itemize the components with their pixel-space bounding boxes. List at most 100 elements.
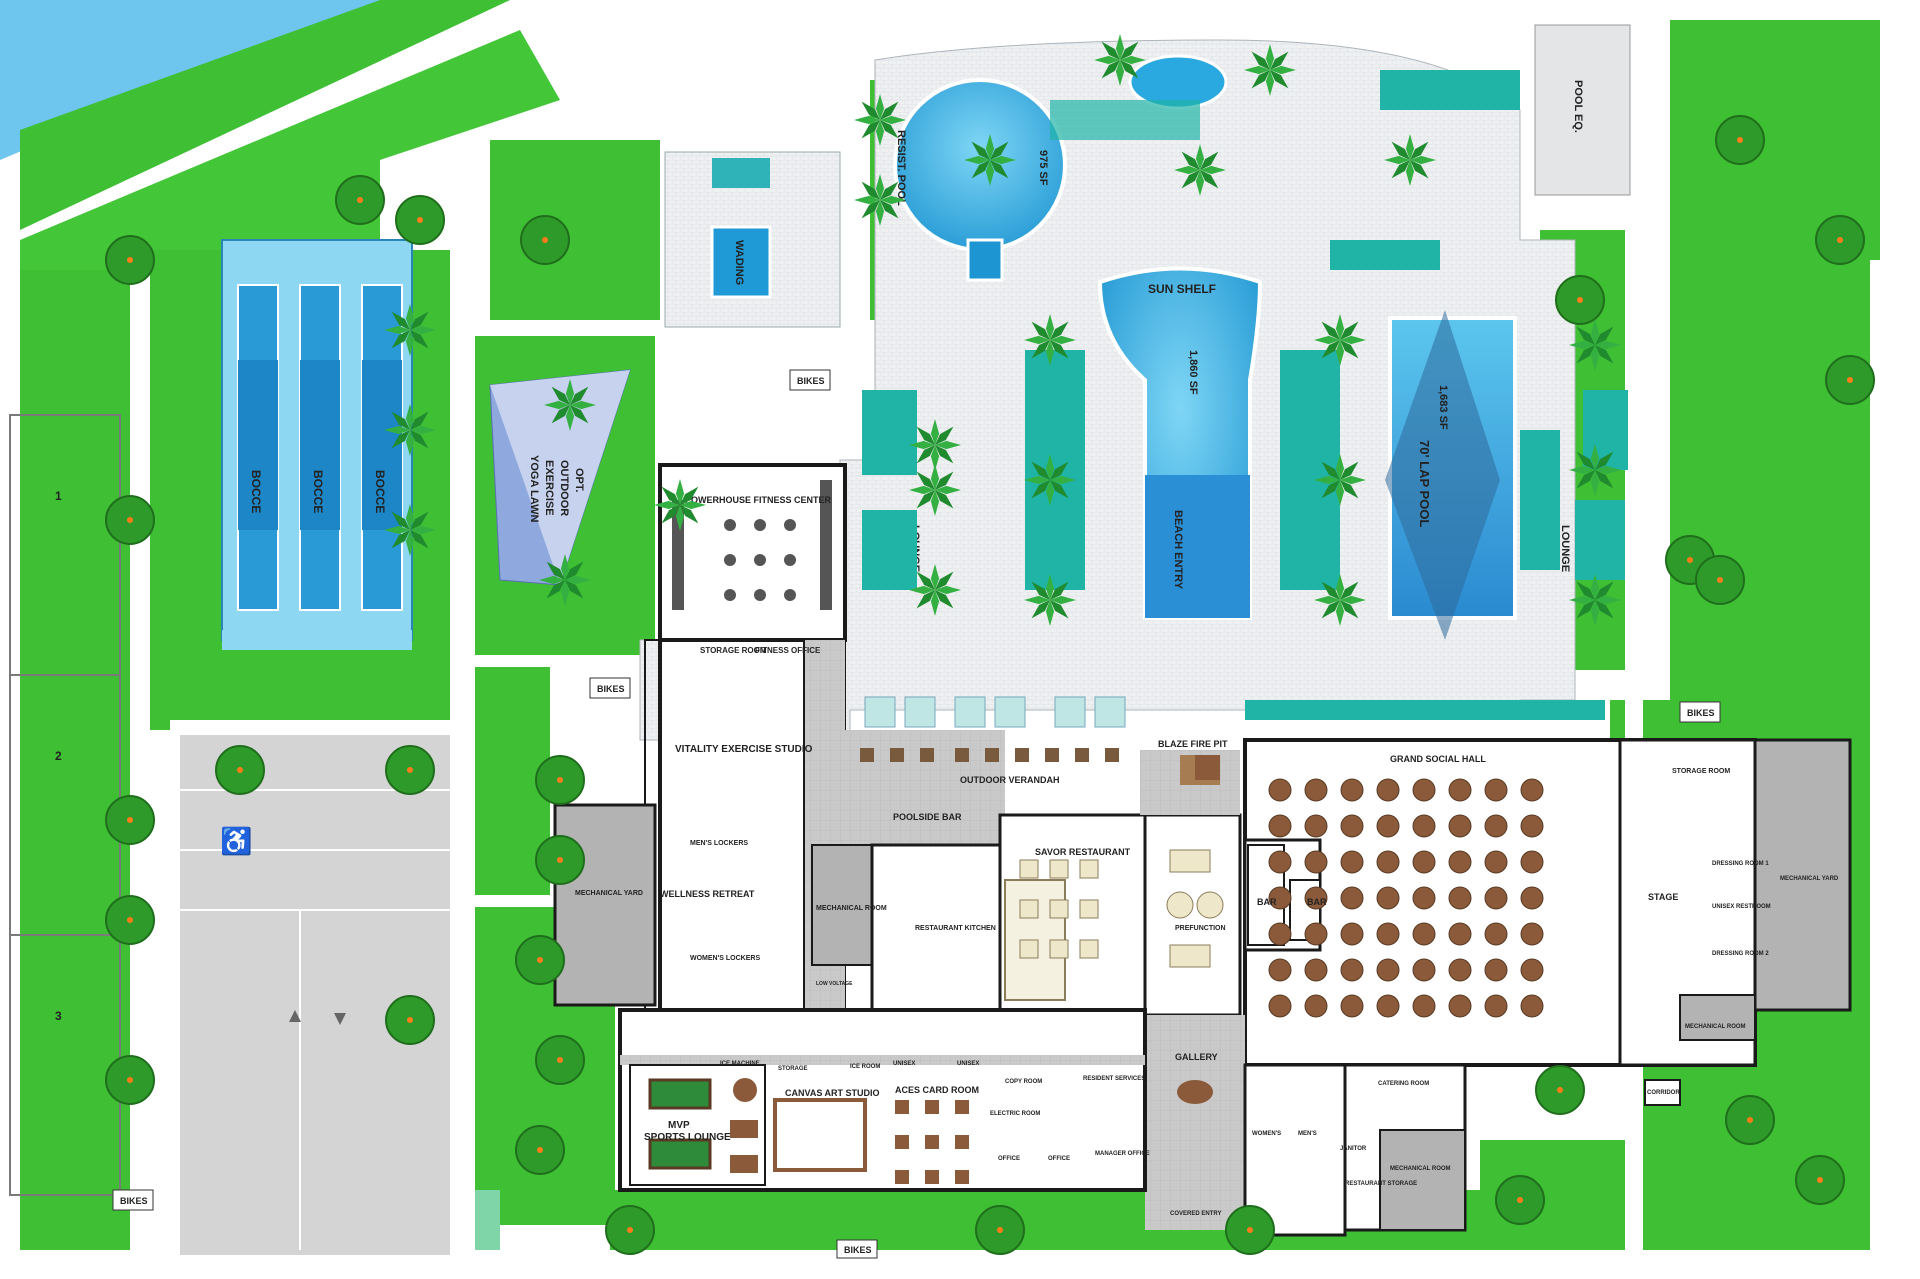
tree-trunk xyxy=(1557,1087,1563,1093)
fitness-office-label: FITNESS OFFICE xyxy=(755,646,821,655)
tree-trunk xyxy=(557,857,563,863)
tree-trunk xyxy=(407,767,413,773)
rest-storage-label: RESTAURANT STORAGE xyxy=(1345,1181,1417,1187)
ice-machine-label: ICE MACHINE xyxy=(720,1061,760,1067)
round-table xyxy=(1412,994,1436,1018)
fire-pit xyxy=(1195,755,1220,780)
palm-tree xyxy=(854,174,906,226)
unisex-restroom-label: UNISEX RESTROOM xyxy=(1712,904,1771,910)
bocce-courts xyxy=(221,239,413,650)
round-table xyxy=(1268,778,1292,802)
round-table xyxy=(1376,958,1400,982)
vitality-label: VITALITY EXERCISE STUDIO xyxy=(675,744,813,755)
tree-trunk xyxy=(542,237,548,243)
mech-room-right-label: MECHANICAL ROOM xyxy=(1685,1024,1746,1030)
round-table xyxy=(1376,994,1400,1018)
tree-trunk xyxy=(537,957,543,963)
palm-tree xyxy=(1024,454,1076,506)
parking-lot xyxy=(180,735,450,1255)
round-table xyxy=(1268,814,1292,838)
round-table xyxy=(1304,958,1328,982)
palm-tree xyxy=(1314,314,1366,366)
svg-text:BIKES: BIKES xyxy=(120,1196,148,1206)
womens-lockers-label: WOMEN'S LOCKERS xyxy=(690,955,760,962)
yoga-label-2: OUTDOOR xyxy=(558,460,570,516)
palm-tree xyxy=(384,504,436,556)
tree-trunk xyxy=(357,197,363,203)
tree-trunk xyxy=(1737,137,1743,143)
yoga-label-1: OPT. xyxy=(573,468,585,492)
deck-tables xyxy=(864,696,1126,728)
tree-trunk xyxy=(1847,377,1853,383)
tree-trunk xyxy=(1837,237,1843,243)
dressing-1-label: DRESSING ROOM 1 xyxy=(1712,861,1769,867)
bar-label: BAR xyxy=(1257,897,1277,907)
round-table xyxy=(1376,778,1400,802)
unisex-2-label: UNISEX xyxy=(957,1061,979,1067)
palm-tree xyxy=(909,464,961,516)
round-table xyxy=(1484,814,1508,838)
palm-tree xyxy=(654,479,706,531)
svg-text:BIKES: BIKES xyxy=(597,684,625,694)
lap-pool-label: 70' LAP POOL xyxy=(1417,440,1432,527)
round-table xyxy=(1376,814,1400,838)
mech-room-bottom-label: MECHANICAL ROOM xyxy=(1390,1166,1451,1172)
savor-label: SAVOR RESTAURANT xyxy=(1035,847,1131,857)
lap-pool-shade xyxy=(1385,310,1500,640)
round-table xyxy=(1376,886,1400,910)
unisex-1-label: UNISEX xyxy=(893,1061,915,1067)
round-table xyxy=(1340,814,1364,838)
verandah-tables xyxy=(860,748,1119,762)
mens-lockers-label: MEN'S LOCKERS xyxy=(690,840,748,847)
storage-room-label: STORAGE ROOM xyxy=(700,646,767,655)
tree-trunk xyxy=(127,817,133,823)
beach-entry-zone xyxy=(1145,475,1250,618)
manager-label: MANAGER OFFICE xyxy=(1095,1151,1150,1157)
yoga-label-3: EXERCISE xyxy=(543,460,555,516)
lounge-chairs xyxy=(862,70,1628,720)
womens-label: WOMEN'S xyxy=(1252,1131,1281,1137)
round-table xyxy=(1448,850,1472,874)
palm-tree xyxy=(384,304,436,356)
round-table xyxy=(1304,814,1328,838)
round-table xyxy=(1268,886,1292,910)
round-table xyxy=(1484,922,1508,946)
round-table xyxy=(1520,814,1544,838)
round-table xyxy=(1304,886,1328,910)
palm-tree xyxy=(1094,34,1146,86)
verandah-label: OUTDOOR VERANDAH xyxy=(960,775,1060,785)
prefunction-label: PREFUNCTION xyxy=(1175,925,1226,932)
parking-number-3: 3 xyxy=(55,1009,62,1023)
tree-trunk xyxy=(997,1227,1003,1233)
tree-trunk xyxy=(1577,297,1583,303)
aces-label: ACES CARD ROOM xyxy=(895,1085,979,1095)
palm-tree xyxy=(1024,314,1076,366)
round-table xyxy=(1268,994,1292,1018)
tree-trunk xyxy=(1687,557,1693,563)
round-table xyxy=(1412,778,1436,802)
round-table xyxy=(1412,958,1436,982)
round-table xyxy=(1340,778,1364,802)
fitness-center-label: POWERHOUSE FITNESS CENTER xyxy=(685,495,832,505)
parking-stripes xyxy=(180,789,450,1250)
sun-shelf-label: SUN SHELF xyxy=(1148,282,1216,296)
restaurant-tables xyxy=(1019,859,1099,959)
wading-pool xyxy=(710,225,772,299)
palm-tree xyxy=(909,419,961,471)
round-table xyxy=(1520,778,1544,802)
wellness-label: WELLNESS RETREAT xyxy=(660,889,755,899)
bocce-label-3: BOCCE xyxy=(373,470,387,513)
resist-pool-area: 975 SF xyxy=(1037,150,1049,186)
pool-equipment xyxy=(1534,24,1631,196)
hall-tables xyxy=(1268,778,1544,1018)
palm-tree xyxy=(1314,454,1366,506)
round-table xyxy=(1412,886,1436,910)
round-table xyxy=(1268,850,1292,874)
corridor-label: CORRIDOR xyxy=(1647,1090,1680,1096)
tree-trunk xyxy=(1247,1227,1253,1233)
bocce-label-2: BOCCE xyxy=(311,470,325,513)
tree-trunk xyxy=(557,1057,563,1063)
accessible-parking-icon: ♿ xyxy=(220,826,252,856)
beach-entry-label: BEACH ENTRY xyxy=(1172,510,1184,590)
round-table xyxy=(1304,850,1328,874)
